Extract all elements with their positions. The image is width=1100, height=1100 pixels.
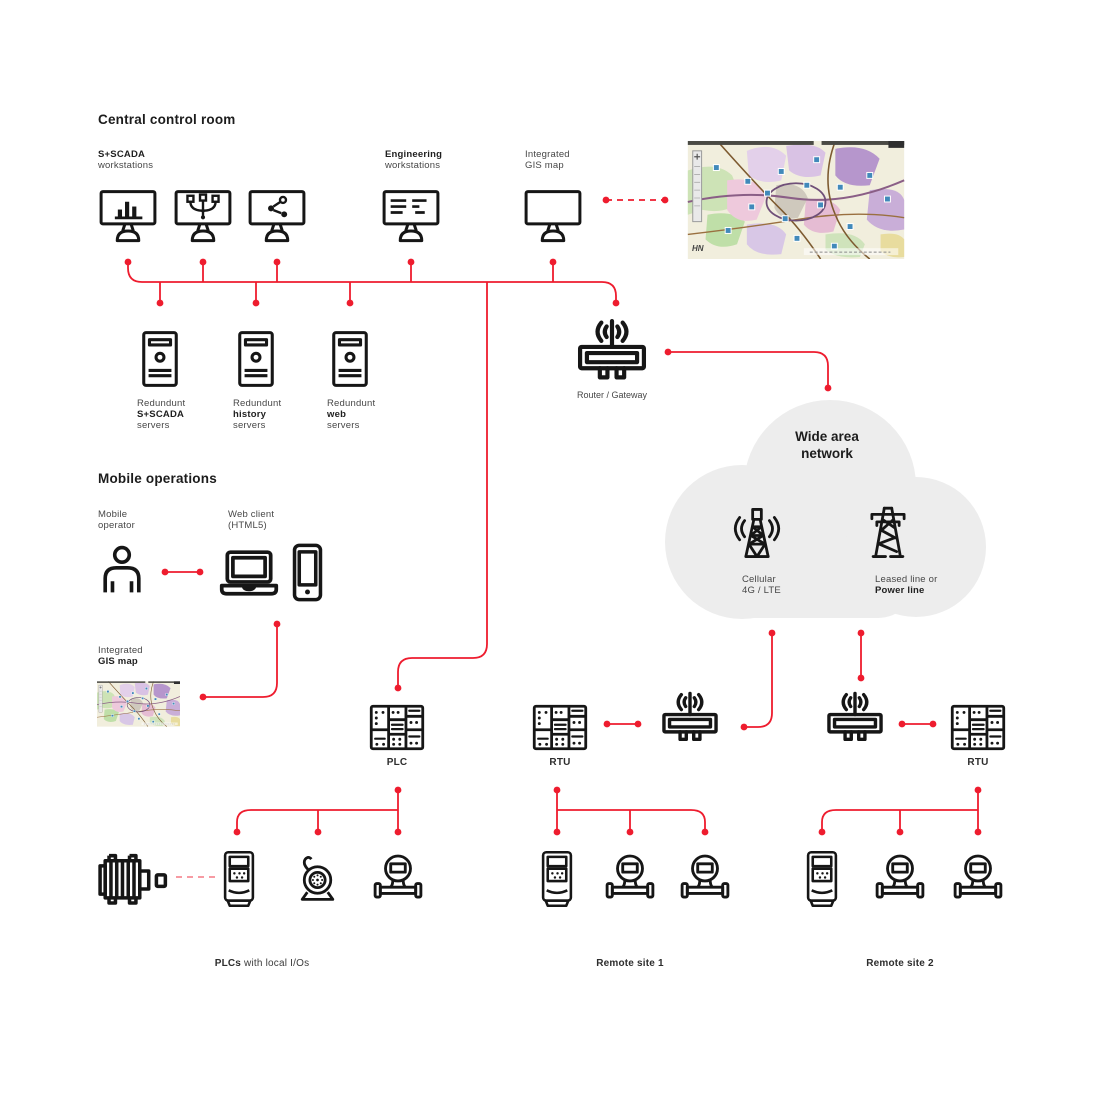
- drive-site1: [539, 848, 575, 910]
- drive-icon: [539, 848, 575, 910]
- modem-site2: [824, 686, 886, 748]
- plc-unit: [369, 704, 425, 751]
- red-wires: [124, 196, 982, 878]
- rtu1-caption: RTU: [549, 757, 571, 768]
- remote-site2-caption: Remote site 2: [866, 958, 934, 969]
- flowmeter-icon: [372, 851, 424, 913]
- wire-router-to-cloud: [668, 351, 829, 388]
- history-server: [234, 330, 278, 388]
- router-gateway-label: Router / Gateway: [576, 390, 648, 400]
- server-icon: [328, 330, 372, 388]
- motor: [96, 848, 172, 912]
- map-image-small: [97, 681, 180, 727]
- scada-workstation-1: [98, 188, 158, 243]
- flowmeter-site2-a: [874, 851, 926, 913]
- rtu-unit-site1: [532, 704, 588, 751]
- mobile-operator: [94, 541, 150, 599]
- web-client-laptop: [218, 546, 280, 603]
- router-icon: [574, 312, 650, 388]
- cellular-tower: [726, 500, 788, 566]
- scada-server: [138, 330, 182, 388]
- person-icon: [94, 541, 150, 599]
- flowmeter-site2-b: [952, 851, 1004, 913]
- wire-endpoint-dots: [124, 196, 982, 836]
- flowmeter-icon: [952, 851, 1004, 913]
- wire-site2-bus: [821, 809, 978, 832]
- web-client-phone: [291, 543, 324, 602]
- wire-client-to-gismap: [203, 624, 278, 698]
- rtu-rack-icon: [950, 704, 1006, 751]
- web-server: [328, 330, 372, 388]
- pump-icon: [288, 852, 344, 908]
- web-client-label: Web client(HTML5): [228, 509, 275, 531]
- router-gateway: [574, 312, 650, 388]
- mobile-operations-title: Mobile operations: [98, 471, 217, 486]
- radio-modem-icon: [659, 686, 721, 748]
- wire-plc-bus: [236, 809, 398, 832]
- cell-tower-icon: [726, 500, 788, 566]
- scada-workstation-2: [173, 188, 233, 243]
- gis-monitor-label: Integrated GIS map: [525, 149, 570, 171]
- laptop-icon: [218, 546, 280, 603]
- flowmeter-local: [372, 851, 424, 913]
- plc-caption: PLC: [386, 757, 408, 768]
- wire-control-bus: [127, 262, 617, 303]
- rtu-unit-site2: [950, 704, 1006, 751]
- remote-site1-caption: Remote site 1: [596, 958, 664, 969]
- engineering-workstations-label: Engineering workstations: [385, 149, 443, 171]
- mobile-gis-map: [97, 681, 180, 732]
- leased-line-tower: [857, 500, 919, 566]
- flowmeter-icon: [604, 851, 656, 913]
- scada-workstation-3: [247, 188, 307, 243]
- monitor-textlines-icon: [381, 188, 441, 243]
- flowmeter-icon: [874, 851, 926, 913]
- monitor-tree-icon: [173, 188, 233, 243]
- map-image: [687, 141, 905, 259]
- drive-local: [221, 848, 257, 910]
- engineering-workstation: [381, 188, 441, 243]
- monitor-blank-icon: [523, 188, 583, 243]
- rtu-rack-icon: [532, 704, 588, 751]
- power-tower-icon: [857, 500, 919, 566]
- plc-rack-icon: [369, 704, 425, 751]
- modem-site1: [659, 686, 721, 748]
- map-logo: HN: [692, 244, 704, 253]
- gis-map-screenshot: [687, 141, 905, 264]
- flowmeter-icon: [679, 851, 731, 913]
- smartphone-icon: [291, 543, 324, 602]
- drive-icon: [221, 848, 257, 910]
- drive-site2: [804, 848, 840, 910]
- monitor-share-icon: [247, 188, 307, 243]
- flowmeter-site1-a: [604, 851, 656, 913]
- wire-site1-bus: [557, 809, 706, 832]
- rtu2-caption: RTU: [967, 757, 989, 768]
- flowmeter-site1-b: [679, 851, 731, 913]
- radio-modem-icon: [824, 686, 886, 748]
- control-room-title: Central control room: [98, 112, 236, 127]
- server-icon: [138, 330, 182, 388]
- drive-icon: [804, 848, 840, 910]
- wire-modem1-to-cellular: [744, 633, 773, 728]
- pump: [288, 852, 344, 908]
- plcs-local-io-caption: PLCs with local I/Os: [214, 958, 310, 969]
- wire-bus-to-plc: [397, 282, 488, 688]
- wan-cloud-shape: [665, 400, 986, 619]
- server-icon: [234, 330, 278, 388]
- motor-icon: [96, 848, 172, 912]
- scada-workstations-label: S+SCADA workstations: [98, 149, 154, 171]
- monitor-barchart-icon: [98, 188, 158, 243]
- gis-workstation: [523, 188, 583, 243]
